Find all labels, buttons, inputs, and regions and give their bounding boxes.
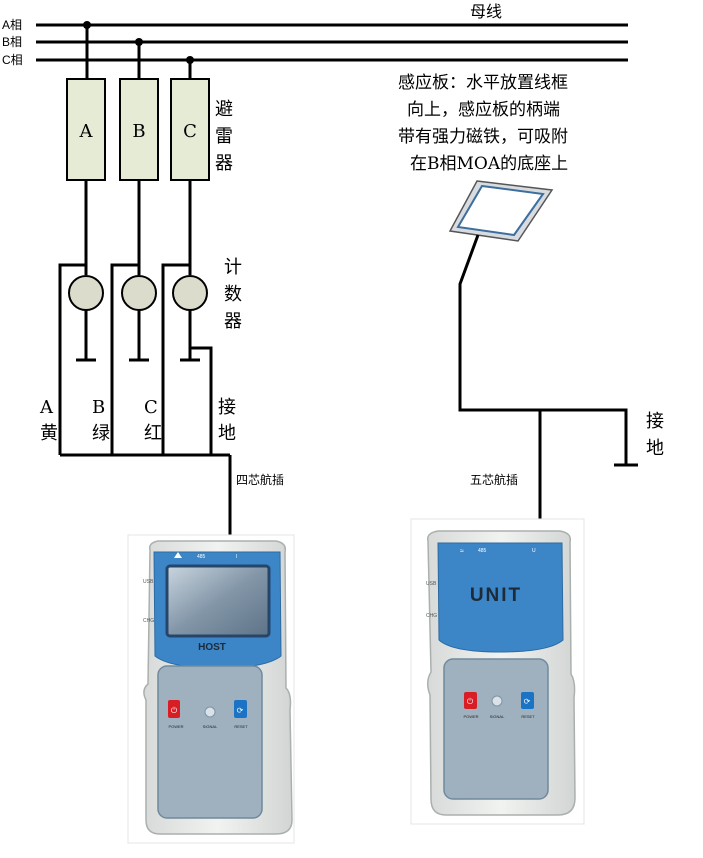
unit-front-panel [437, 542, 564, 653]
counter-c [172, 275, 208, 311]
counter-a [68, 275, 104, 311]
host-chg-label: CHG [143, 618, 154, 624]
arrester-caption-2: 雷 [215, 126, 233, 147]
unit-keypad [443, 658, 549, 800]
counter-caption-1: 计 [224, 257, 242, 278]
unit-reset-button[interactable] [521, 692, 534, 709]
unit-chg-label: CHG [426, 613, 437, 619]
host-power-icon: ⏻ [171, 706, 178, 715]
phase-wire-b-color: 绿 [92, 423, 110, 444]
phase-wire-c-letter: C [144, 397, 158, 418]
counter-bypass-wires [58, 263, 190, 455]
host-ground-label-1: 接 [218, 397, 236, 418]
arrester-b-label: B [132, 121, 145, 142]
bus-label: 母线 [470, 2, 502, 21]
host-reset-label: RESET [234, 724, 248, 729]
unit-signal-label: SIGNAL [490, 714, 505, 719]
unit-top-label-u: U [532, 548, 536, 554]
arrester-b [119, 78, 159, 181]
host-signal-label: SIGNAL [203, 724, 218, 729]
sensor-text-line-4: 在B相MOA的底座上 [410, 154, 568, 174]
host-signal-button[interactable] [204, 706, 216, 718]
unit-wifi-icon: ≈ [460, 548, 464, 555]
arrester-caption-1: 避 [215, 99, 233, 120]
host-screen [165, 564, 271, 638]
phase-wire-c-color: 红 [144, 423, 162, 444]
unit-name: UNIT [470, 585, 522, 606]
phase-wire-b-letter: B [92, 397, 105, 418]
arrester-a [66, 78, 106, 181]
bus-drops [85, 25, 192, 79]
phase-wire-a-letter: A [39, 397, 54, 418]
bus-phase-b-label: B相 [2, 35, 22, 49]
host-keypad [157, 665, 263, 819]
sensor-text-line-2: 向上，感应板的柄端 [407, 100, 560, 120]
counter-caption-2: 数 [224, 284, 242, 305]
unit-power-label: POWER [463, 714, 478, 719]
counter-caption-3: 器 [224, 311, 242, 332]
host-device: 485 I USB CHG HOST ⏻ ⟳ POWER SIGNAL RESE… [127, 534, 295, 844]
arrester-caption-3: 器 [215, 153, 233, 174]
phase-wire-a-color: 黄 [40, 423, 58, 444]
host-top-label-i: I [236, 554, 237, 560]
sensor-wire [458, 234, 638, 540]
arrester-leads [84, 180, 192, 275]
bus-phase-c-label: C相 [2, 53, 23, 67]
sensor-plate [448, 180, 554, 242]
arrester-c [170, 78, 210, 181]
unit-signal-button[interactable] [491, 695, 503, 707]
unit-connector-label: 五芯航插 [470, 472, 518, 487]
unit-usb-label: USB [426, 581, 437, 587]
unit-reset-icon: ⟳ [524, 697, 531, 706]
host-power-label: POWER [168, 724, 183, 729]
sensor-text-line-3: 带有强力磁铁，可吸附 [398, 127, 568, 147]
unit-reset-label: RESET [521, 714, 535, 719]
host-connector-label: 四芯航插 [236, 472, 284, 487]
host-reset-icon: ⟳ [237, 706, 244, 715]
host-name: HOST [198, 642, 226, 653]
host-reset-button[interactable] [234, 700, 247, 718]
unit-power-button[interactable] [464, 692, 477, 709]
host-ground-label-2: 地 [218, 423, 236, 444]
unit-top-label-485: 485 [478, 548, 487, 554]
counter-b [121, 275, 157, 311]
sensor-ground-label-2: 地 [646, 438, 664, 459]
arrester-c-label: C [183, 121, 197, 142]
unit-power-icon: ⏻ [467, 697, 474, 706]
arrester-a-label: A [79, 121, 94, 142]
unit-device: 485 U ≈ USB CHG UNIT ⏻ ⟳ POWER SIGNAL RE… [410, 518, 585, 825]
host-signal-icon [174, 552, 182, 558]
host-usb-label: USB [143, 579, 154, 585]
host-top-label-485: 485 [197, 554, 206, 560]
host-power-button[interactable] [168, 700, 180, 718]
sensor-ground-label-1: 接 [646, 411, 664, 432]
bus-phase-a-label: A相 [2, 18, 22, 32]
counter-grounds [76, 310, 213, 455]
bus-bars [36, 23, 628, 62]
sensor-text-line-1: 感应板：水平放置线框 [398, 73, 568, 93]
